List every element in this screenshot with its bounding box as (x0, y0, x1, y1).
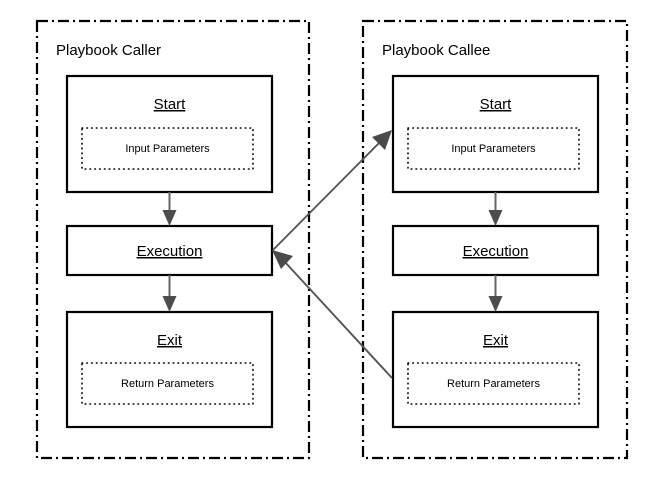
node-caller-exit-box[interactable] (65, 310, 274, 429)
node-callee-execution-title: Execution (463, 243, 529, 260)
arrow-callee-execution-to-exit-head (488, 296, 503, 312)
node-callee-exit[interactable]: Exit Return Parameters (391, 310, 600, 429)
node-caller-start-title: Start (154, 96, 187, 113)
node-caller-exit-params-label: Return Parameters (121, 378, 214, 390)
arrow-call-return-line (283, 260, 393, 379)
arrow-caller-execution-to-exit (162, 275, 177, 312)
node-callee-execution[interactable]: Execution (391, 224, 600, 277)
panel-callee-title: Playbook Callee (382, 42, 490, 59)
panel-caller-title: Playbook Caller (56, 42, 161, 59)
arrow-call-return-head (272, 250, 293, 269)
node-caller-execution-title: Execution (137, 243, 203, 260)
node-caller-execution-box[interactable] (65, 224, 274, 277)
node-callee-exit-params-label: Return Parameters (447, 378, 540, 390)
arrow-call-invoke-line (272, 140, 382, 251)
arrow-callee-start-to-execution (488, 192, 503, 226)
panel-caller-border (35, 19, 311, 460)
node-callee-start-params-label: Input Parameters (451, 143, 536, 155)
arrow-caller-start-to-execution-head (162, 210, 177, 226)
node-caller-exit-params-box (81, 362, 254, 405)
arrow-callee-start-to-execution-head (488, 210, 503, 226)
node-callee-start[interactable]: Start Input Parameters (391, 74, 600, 194)
arrow-caller-start-to-execution (162, 192, 177, 226)
arrow-call-invoke-head (372, 130, 392, 150)
arrow-call-invoke (272, 130, 392, 251)
node-caller-start-params-label: Input Parameters (125, 143, 210, 155)
panel-playbook-caller: Playbook Caller Start Input Parameters E… (35, 19, 311, 460)
node-callee-start-box[interactable] (391, 74, 600, 194)
node-caller-execution[interactable]: Execution (65, 224, 274, 277)
panel-callee-border (361, 19, 629, 460)
node-callee-start-params-box (407, 127, 580, 170)
node-caller-start-params-box (81, 127, 254, 170)
panel-playbook-callee: Playbook Callee Start Input Parameters E… (361, 19, 629, 460)
node-caller-exit[interactable]: Exit Return Parameters (65, 310, 274, 429)
node-caller-start[interactable]: Start Input Parameters (65, 74, 274, 194)
node-callee-exit-params-box (407, 362, 580, 405)
arrow-caller-execution-to-exit-head (162, 296, 177, 312)
arrow-call-return (272, 250, 393, 379)
node-callee-exit-title: Exit (483, 332, 509, 349)
node-caller-exit-title: Exit (157, 332, 183, 349)
node-caller-start-box[interactable] (65, 74, 274, 194)
arrow-callee-execution-to-exit (488, 275, 503, 312)
node-callee-exit-box[interactable] (391, 310, 600, 429)
node-callee-start-title: Start (480, 96, 513, 113)
